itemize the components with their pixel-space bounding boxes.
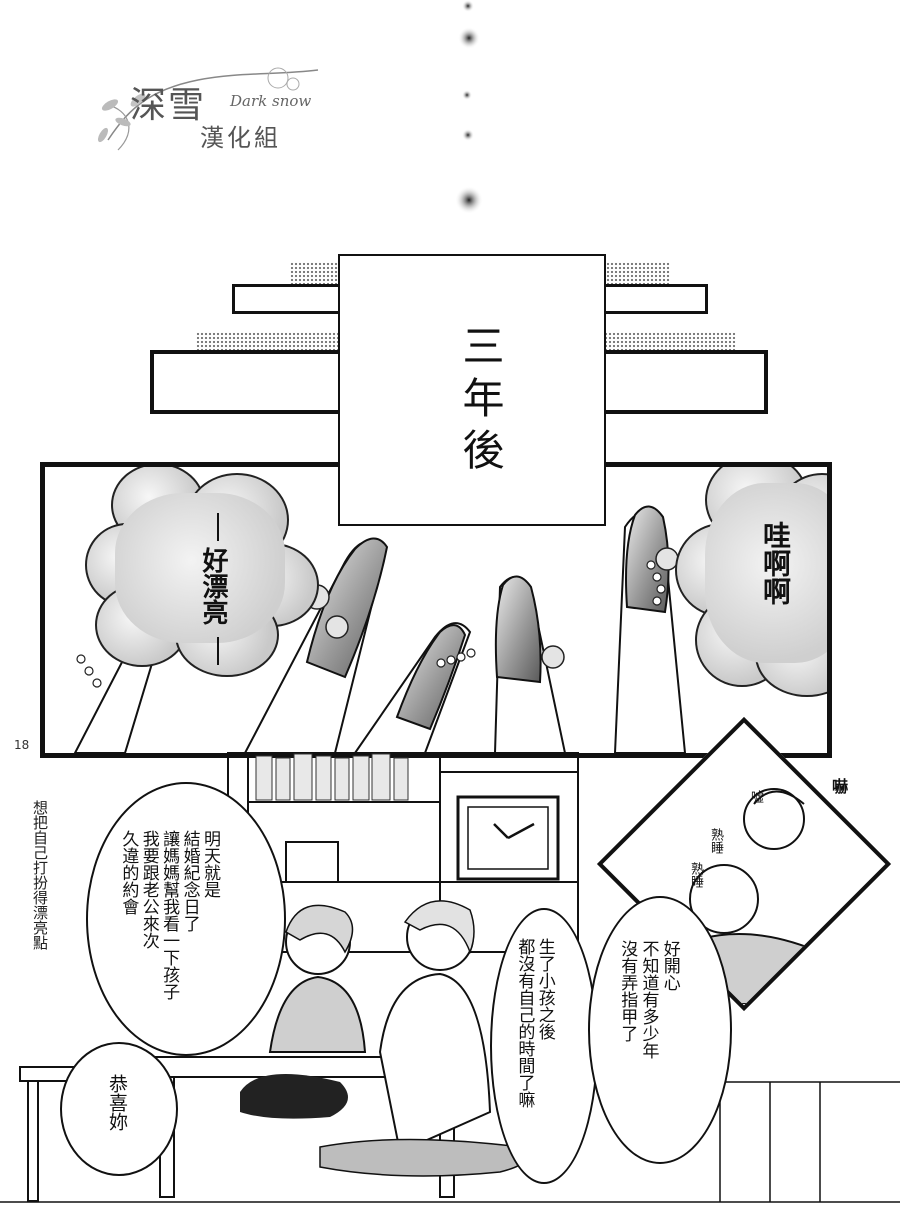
- watermark-group: 漢化組: [200, 124, 281, 152]
- watermark-logo: 深雪 Dark snow 漢化組: [88, 50, 328, 160]
- watermark-title: 深雪: [130, 85, 207, 126]
- speech-dash: [217, 513, 219, 541]
- page-number: 18: [14, 738, 30, 752]
- speech-happy-text: 好開心 不知道有多少年 沒有弄指甲了: [617, 940, 680, 1059]
- living-room-scene-illustration: [0, 752, 900, 1203]
- floral-ornament-icon: [97, 67, 319, 151]
- speech-dash: [217, 637, 219, 665]
- aside-dress-up-text: 想把自己打扮得漂亮點: [31, 800, 49, 950]
- watermark-latin: Dark snow: [230, 92, 312, 110]
- speech-no-time-text: 生了小孩之後 都沒有自己的時間了嘛: [514, 938, 555, 1108]
- sfx-hush: 噓: [748, 790, 763, 803]
- speech-bubble-happy: 好開心 不知道有多少年 沒有弄指甲了: [588, 896, 732, 1164]
- sparkle-column-decoration: [455, 0, 483, 269]
- speech-bubble-congrats: 恭喜妳: [60, 1042, 178, 1176]
- speech-congrats-text: 恭喜妳: [106, 1074, 128, 1131]
- cloud-right-text: 哇啊啊: [759, 521, 792, 605]
- cloud-left-text: 好漂亮: [198, 547, 228, 625]
- sfx-startle: 嚇: [829, 778, 848, 794]
- speech-bubble-no-time: 生了小孩之後 都沒有自己的時間了嘛: [490, 908, 598, 1184]
- thought-cloud-left: 好漂亮: [85, 467, 319, 677]
- speech-bubble-anniversary: 明天就是 結婚紀念日了 讓媽媽幫我看一下孩子 我要跟老公來次 久違的約會: [86, 782, 286, 1056]
- speech-anniversary-text: 明天就是 結婚紀念日了 讓媽媽幫我看一下孩子 我要跟老公來次 久違的約會: [118, 830, 220, 1000]
- time-skip-caption-box: 三年後: [338, 254, 606, 526]
- thought-cloud-right: 哇啊啊: [675, 467, 827, 697]
- time-skip-caption: 三年後: [456, 324, 505, 480]
- sfx-sleep-2: 熟睡: [688, 862, 703, 888]
- sfx-sleep-1: 熟睡: [708, 828, 723, 854]
- hands-with-nails-illustration: [73, 505, 687, 753]
